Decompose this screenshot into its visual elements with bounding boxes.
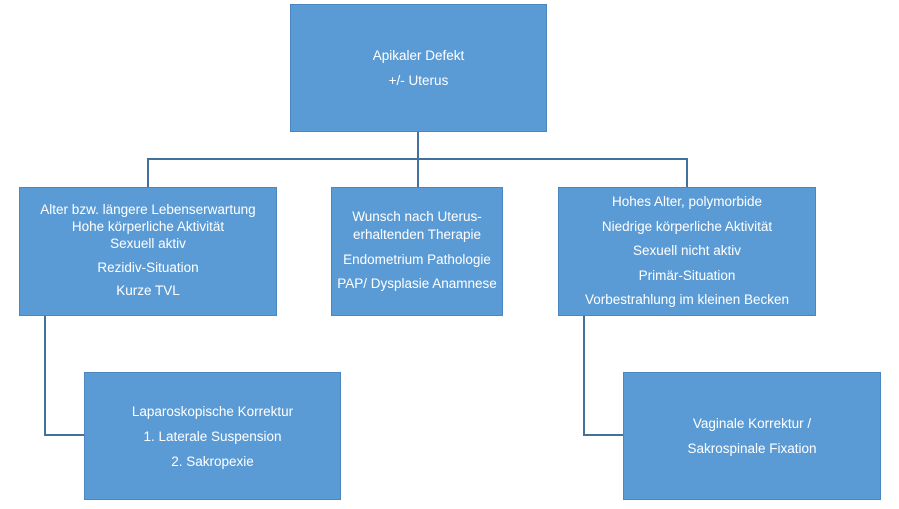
- laparoscopic-line-2: 1. Laterale Suspension: [143, 428, 282, 444]
- root-line-1: Apikaler Defekt: [372, 48, 465, 63]
- middle-branch-line-3: Endometrium Pathologie: [343, 251, 491, 267]
- right-branch-line-1: Hohes Alter, polymorbide: [611, 194, 763, 210]
- vaginal-line-2: Sakrospinale Fixation: [687, 441, 817, 456]
- middle-branch-line-4: PAP/ Dysplasie Anamnese: [337, 275, 497, 291]
- left-branch-line-1: Alter bzw. längere Lebenserwartung: [40, 202, 256, 217]
- branch-node-left: Alter bzw. längere Lebenserwartung Hohe …: [19, 187, 277, 316]
- middle-branch-line-2: erhaltenden Therapie: [352, 226, 482, 242]
- vaginal-line-1: Vaginale Korrektur /: [692, 416, 812, 431]
- right-branch-line-2: Niedrige körperliche Aktivität: [601, 218, 773, 234]
- left-branch-line-3: Sexuell aktiv: [110, 236, 186, 251]
- laparoscopic-line-3: 2. Sakropexie: [171, 453, 254, 469]
- outcome-node-vaginal: Vaginale Korrektur / Sakrospinale Fixati…: [623, 372, 881, 500]
- root-line-2: +/- Uterus: [388, 73, 449, 88]
- left-branch-line-5: Kurze TVL: [116, 283, 180, 298]
- branch-node-middle: Wunsch nach Uterus- erhaltenden Therapie…: [331, 187, 503, 316]
- left-branch-line-2: Hohe körperliche Aktivität: [71, 219, 225, 234]
- outcome-node-laparoscopic: Laparoskopische Korrektur 1. Laterale Su…: [84, 372, 341, 500]
- root-node-apical-defect: Apikaler Defekt +/- Uterus: [290, 4, 547, 132]
- left-branch-line-4: Rezidiv-Situation: [97, 260, 199, 275]
- branch-node-right: Hohes Alter, polymorbide Niedrige körper…: [558, 187, 816, 316]
- right-branch-line-5: Vorbestrahlung im kleinen Becken: [584, 292, 790, 308]
- middle-branch-line-1: Wunsch nach Uterus-: [352, 208, 482, 224]
- right-branch-line-3: Sexuell nicht aktiv: [632, 243, 742, 259]
- laparoscopic-line-1: Laparoskopische Korrektur: [131, 403, 294, 419]
- right-branch-line-4: Primär-Situation: [638, 267, 736, 283]
